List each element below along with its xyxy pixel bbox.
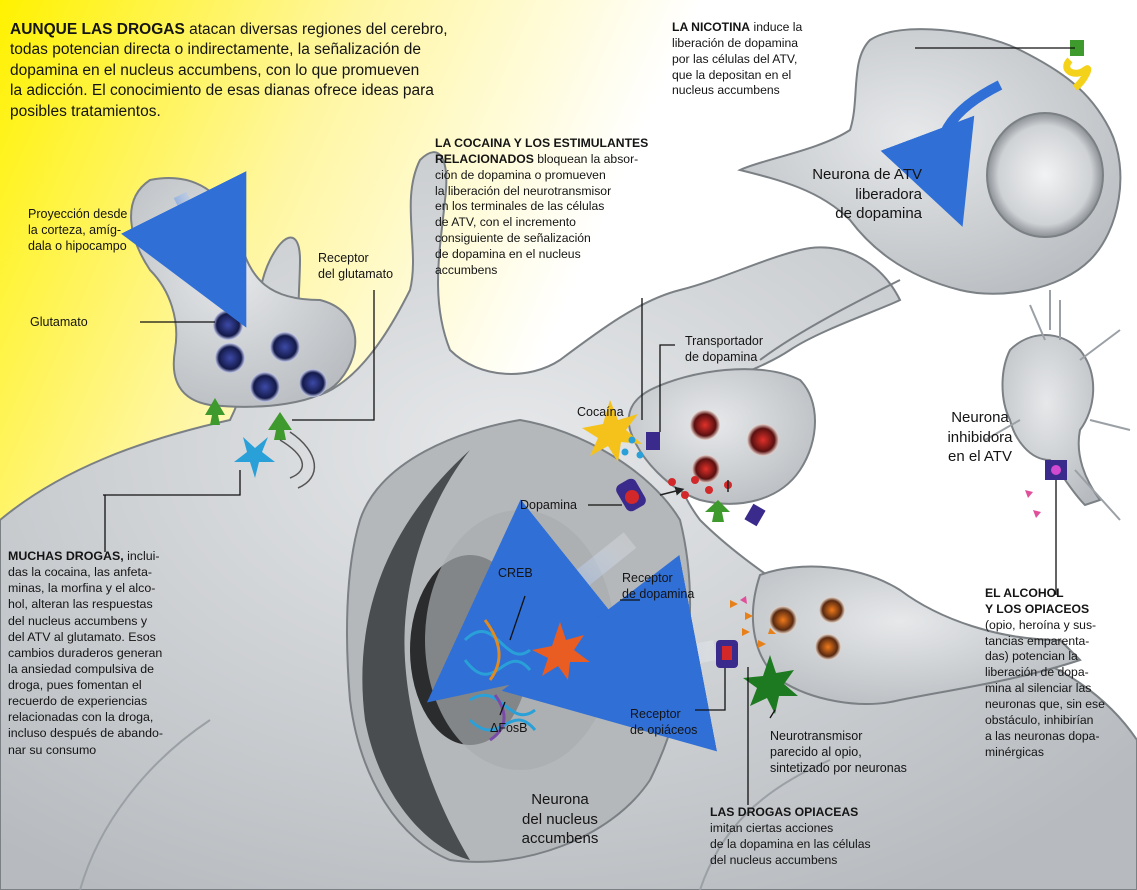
- intro-text: AUNQUE LAS DROGAS atacan diversas region…: [10, 20, 585, 122]
- label-accumbens-neuron: Neurona del nucleus accumbens: [500, 790, 620, 849]
- cocaine-body: bloquean la absor- ción de dopamina o pr…: [435, 152, 638, 277]
- label-glutamate-receptor: Receptor del glutamato: [318, 250, 418, 282]
- alcohol-body: (opio, heroína y sus- tancias emparenta-…: [985, 618, 1105, 759]
- intro-lead: AUNQUE LAS DROGAS: [10, 21, 185, 38]
- label-fosb: ΔFosB: [490, 720, 560, 736]
- label-opiate-receptor: Receptor de opiáceos: [630, 706, 730, 738]
- label-inhibitory-neuron: Neurona inhibidora en el ATV: [930, 408, 1030, 467]
- label-cocaine: Cocaína: [577, 404, 647, 420]
- label-dopamine-transporter: Transportador de dopamina: [685, 333, 795, 365]
- opiates-lead: LAS DROGAS OPIACEAS: [710, 805, 858, 819]
- label-opioid-neurotransmitter: Neurotransmisor parecido al opio, sintet…: [770, 728, 960, 776]
- many-drugs-caption: MUCHAS DROGAS, inclui- das la cocaina, l…: [8, 548, 208, 758]
- opiates-body: imitan ciertas acciones de la dopamina e…: [710, 821, 871, 867]
- many-drugs-lead: MUCHAS DROGAS,: [8, 549, 124, 563]
- nicotine-caption: LA NICOTINA induce la liberación de dopa…: [672, 20, 852, 99]
- label-vta-dopamine-neuron: Neurona de ATV liberadora de dopamina: [762, 165, 922, 224]
- label-dopamine: Dopamina: [520, 497, 600, 513]
- label-glutamate: Glutamato: [30, 314, 120, 330]
- label-creb: CREB: [498, 565, 558, 581]
- cocaine-caption: LA COCAINA Y LOS ESTIMULANTES RELACIONAD…: [435, 136, 675, 279]
- dopamine-transporter: [646, 432, 660, 450]
- label-projection: Proyección desde la corteza, amíg- dala …: [28, 206, 163, 254]
- many-drugs-body: inclui- das la cocaina, las anfeta- mina…: [8, 549, 163, 757]
- alcohol-lead: EL ALCOHOL Y LOS OPIACEOS: [985, 586, 1089, 616]
- nicotine-lead: LA NICOTINA: [672, 20, 750, 34]
- label-dopamine-receptor: Receptor de dopamina: [622, 570, 722, 602]
- alcohol-caption: EL ALCOHOL Y LOS OPIACEOS (opio, heroína…: [985, 586, 1130, 760]
- opiate-receptor: [716, 640, 738, 668]
- opiates-caption: LAS DROGAS OPIACEAS imitan ciertas accio…: [710, 805, 930, 868]
